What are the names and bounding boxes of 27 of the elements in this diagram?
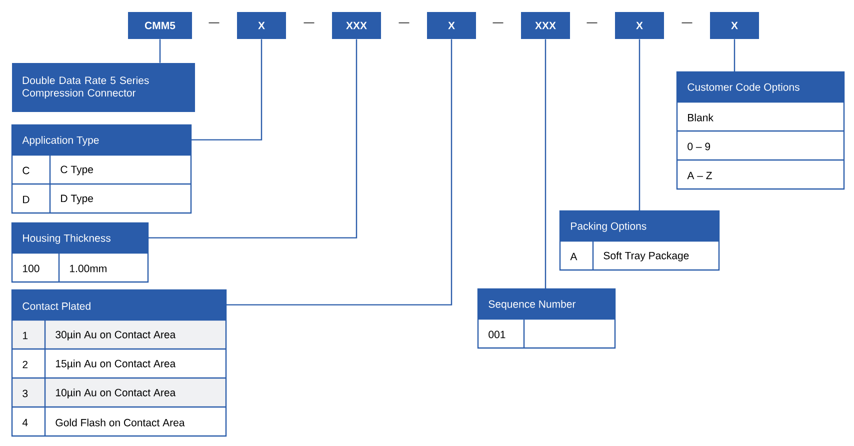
option-table: Customer Code Options Blank 0 – 9 A – Z [676, 71, 845, 190]
code-box: XXX [332, 12, 381, 39]
connector-line [148, 39, 358, 238]
option-table: Contact Plated 1 30µin Au on Contact Area 2 15µin Au on Contact Area 3 10µin Au on Contact Area 4 Gold Flash on Contact Area [11, 289, 227, 437]
code-box: X [427, 12, 476, 39]
separator-dash: — [492, 22, 504, 24]
code-box: X [237, 12, 286, 39]
option-table: Sequence Number 001 [477, 288, 616, 349]
connector-line [544, 39, 546, 289]
connector-line [734, 39, 736, 72]
separator-dash: — [304, 22, 314, 24]
code-box: X [615, 12, 664, 39]
separator-dash: — [398, 22, 410, 24]
description-banner: Double Data Rate 5 Series Compression Connector [12, 63, 195, 112]
code-box: CMM5 [128, 12, 192, 39]
code-box: XXX [521, 12, 570, 39]
connector-line [638, 39, 640, 211]
option-table: Packing Options A Soft Tray Package [559, 210, 720, 271]
connector-line [191, 39, 262, 140]
connector-line [226, 39, 452, 306]
separator-dash: — [682, 22, 692, 24]
code-box: X [710, 12, 759, 39]
separator-dash: — [208, 22, 220, 24]
separator-dash: — [586, 22, 598, 24]
option-table: Housing Thickness 100 1.00mm [11, 222, 149, 283]
connector-line [159, 39, 161, 63]
option-table: Application Type C C Type D D Type [11, 124, 192, 214]
